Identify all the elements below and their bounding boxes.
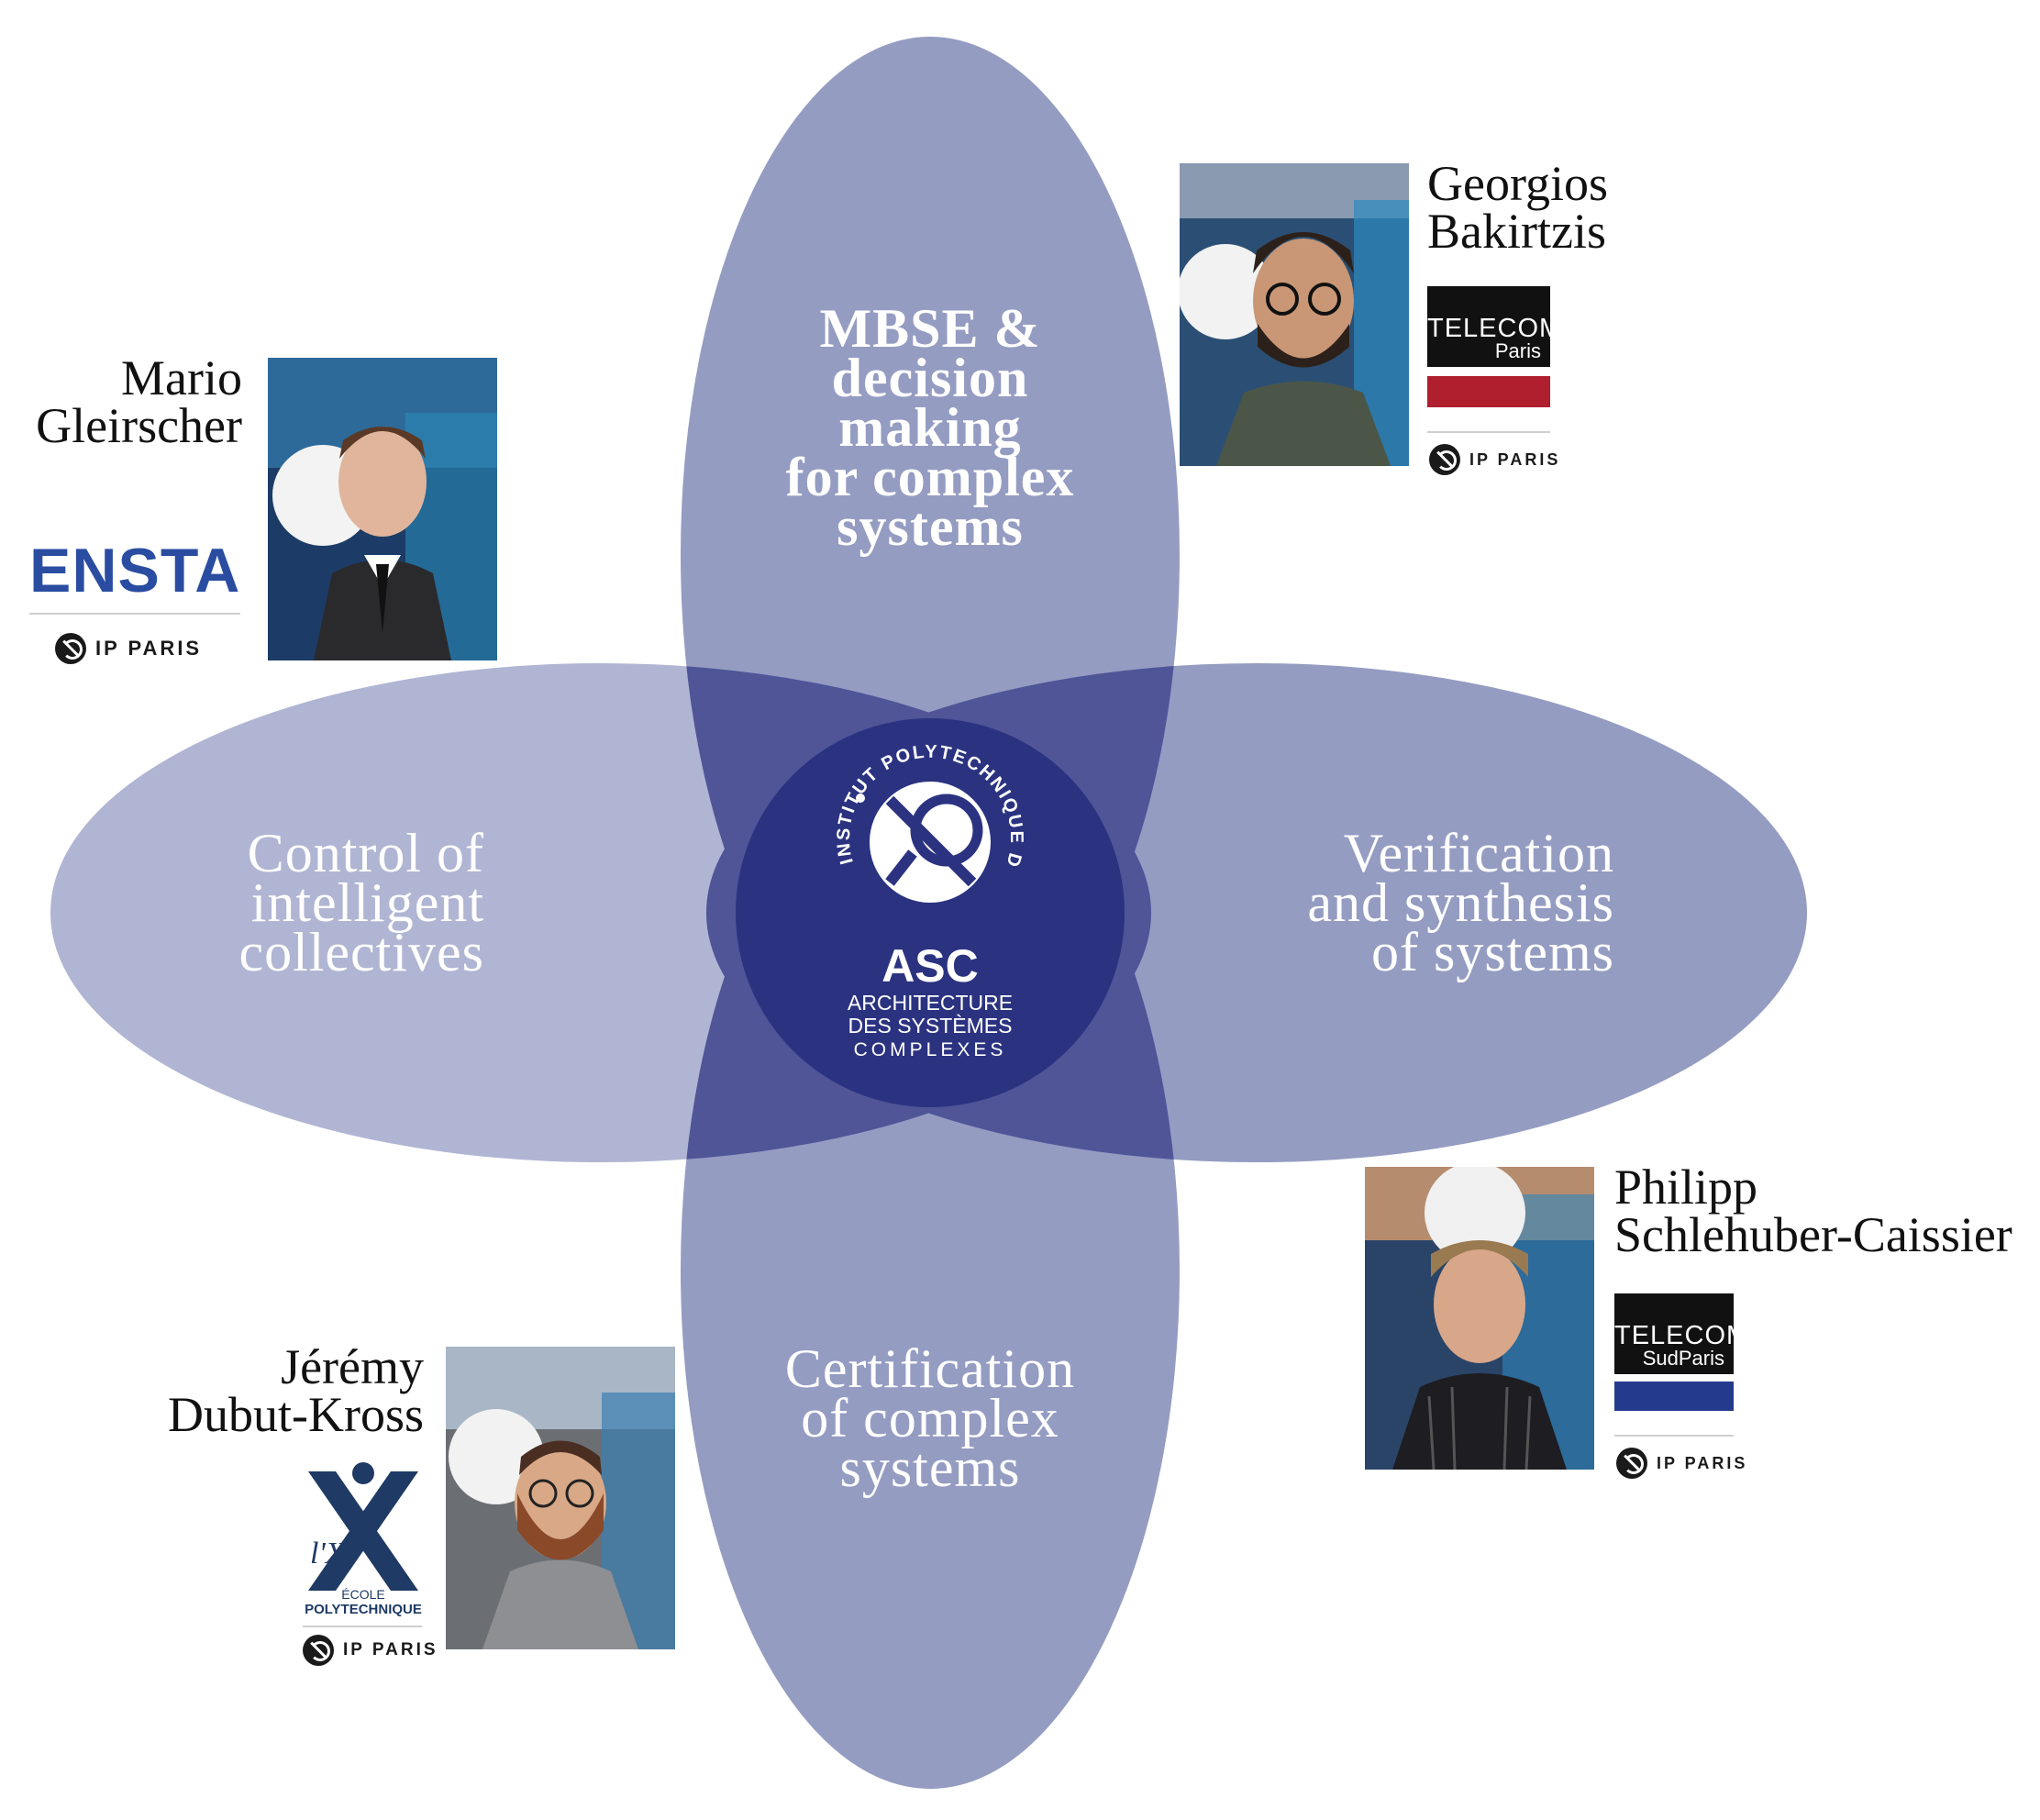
x-crest-icon: l'X [308, 1462, 418, 1591]
petal-right-line-2: and synthesis [1307, 872, 1614, 933]
divider-jeremy [303, 1626, 422, 1627]
ecole-line-2: POLYTECHNIQUE [305, 1602, 422, 1617]
ip-paris-icon [1429, 444, 1460, 475]
petal-bottom-line-2: of complex [801, 1388, 1059, 1448]
person-last-name: Bakirtzis [1427, 204, 1606, 259]
telecom-sudparis-line-1: TELECOM [1614, 1321, 1750, 1350]
telecom-paris-line-1: TELECOM [1427, 314, 1563, 343]
ip-paris-icon [1616, 1448, 1647, 1479]
petal-top-line-1: MBSE & [819, 298, 1040, 359]
portrait-photo-jeremy [446, 1347, 675, 1649]
x-mark-text: l'X [310, 1537, 346, 1570]
person-jeremy-name: Jérémy Dubut-Kross [168, 1339, 424, 1442]
center-disc [736, 718, 1125, 1107]
divider-philipp [1614, 1435, 1734, 1437]
ip-paris-label: IP PARIS [1657, 1453, 1748, 1472]
portrait-photo-mario [268, 358, 497, 660]
petal-left-line-2: intelligent [251, 872, 484, 933]
petal-left-line-3: collectives [238, 922, 484, 982]
person-first-name: Mario [121, 350, 242, 405]
ip-paris-label: IP PARIS [343, 1640, 438, 1659]
petal-top-line-2: decision [832, 348, 1029, 408]
ip-paris-icon [55, 633, 86, 664]
ip-paris-logo-georgios: IP PARIS [1429, 444, 1560, 475]
asc-line-2: DES SYSTÈMES [848, 1014, 1013, 1038]
telecom-sudparis-logo: TELECOM SudParis [1614, 1293, 1750, 1374]
ecole-line-1: ÉCOLE [341, 1587, 385, 1602]
person-last-name: Dubut-Kross [168, 1387, 424, 1442]
ip-paris-icon [303, 1635, 334, 1666]
person-last-name: Gleirscher [36, 398, 242, 453]
petal-left-label: Control of intelligent collectives [238, 823, 484, 982]
ip-paris-logo-jeremy: IP PARIS [303, 1635, 438, 1666]
person-first-name: Philipp [1614, 1160, 1758, 1215]
person-first-name: Georgios [1427, 156, 1608, 211]
person-georgios-name: Georgios Bakirtzis [1427, 156, 1608, 259]
petal-top-line-4: for complex [786, 447, 1075, 507]
petal-right-line-1: Verification [1344, 823, 1614, 883]
petal-top-line-3: making [838, 397, 1021, 458]
person-philipp-name: Philipp Schlehuber-Caissier [1614, 1160, 2012, 1262]
asc-line-1: ARCHITECTURE [848, 991, 1013, 1015]
petal-top-label: MBSE & decision making for complex syste… [786, 298, 1075, 557]
person-first-name: Jérémy [281, 1339, 424, 1394]
ip-paris-label: IP PARIS [1469, 449, 1561, 469]
petal-bottom-line-3: systems [839, 1437, 1020, 1498]
petal-right-line-3: of systems [1371, 922, 1614, 982]
telecom-sudparis-stripe [1614, 1382, 1734, 1411]
petal-top-line-5: systems [837, 496, 1024, 557]
telecom-paris-logo: TELECOM Paris [1427, 286, 1563, 367]
petal-bottom-line-1: Certification [785, 1338, 1075, 1399]
ensta-logo-text: ENSTA [29, 536, 241, 605]
telecom-sudparis-line-2: SudParis [1642, 1347, 1724, 1370]
ip-paris-logo-mario: IP PARIS [55, 633, 202, 664]
divider-georgios [1427, 431, 1550, 433]
petal-right-label: Verification and synthesis of systems [1307, 823, 1614, 982]
divider-mario [29, 613, 240, 615]
asc-acronym: ASC [881, 940, 979, 992]
person-mario-name: Mario Gleirscher [36, 350, 242, 453]
telecom-paris-line-2: Paris [1494, 339, 1541, 362]
person-last-name: Schlehuber-Caissier [1614, 1207, 2012, 1262]
portrait-photo-philipp [1365, 1167, 1594, 1470]
telecom-paris-stripe [1427, 376, 1550, 407]
ip-paris-logo-philipp: IP PARIS [1616, 1448, 1747, 1479]
ecole-polytechnique-logo: l'X [299, 1453, 427, 1624]
petal-bottom-label: Certification of complex systems [785, 1338, 1075, 1498]
petal-left-line-1: Control of [248, 823, 484, 883]
ensta-logo: ENSTA [29, 539, 240, 602]
portrait-photo-georgios [1180, 163, 1409, 466]
ip-paris-label: IP PARIS [95, 637, 203, 660]
asc-line-3: COMPLEXES [854, 1039, 1007, 1060]
